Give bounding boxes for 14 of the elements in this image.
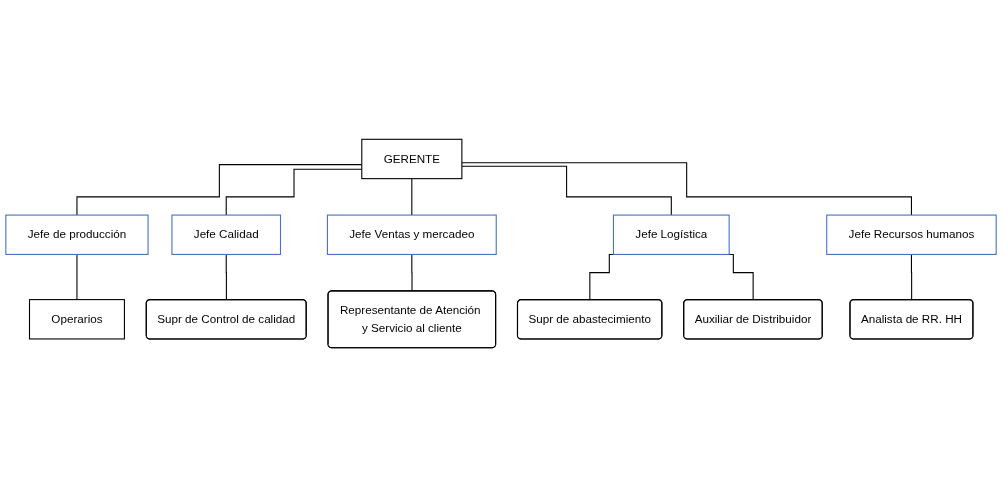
connector (225, 253, 228, 301)
node-box: Jefe Recursos humanos (826, 214, 997, 255)
node-box: Jefe Calidad (171, 214, 282, 255)
connector (461, 165, 672, 216)
node-box: Operarios (28, 299, 125, 340)
connector (910, 253, 913, 301)
node-box: GERENTE (361, 138, 463, 180)
connector (411, 178, 413, 216)
node-box: Jefe Ventas y mercadeo (326, 214, 497, 255)
connector (76, 253, 78, 301)
node-box: Jefe de producción (5, 214, 149, 255)
connector (461, 162, 912, 216)
connector (411, 253, 413, 292)
node-box: Jefe Logística (612, 214, 730, 255)
